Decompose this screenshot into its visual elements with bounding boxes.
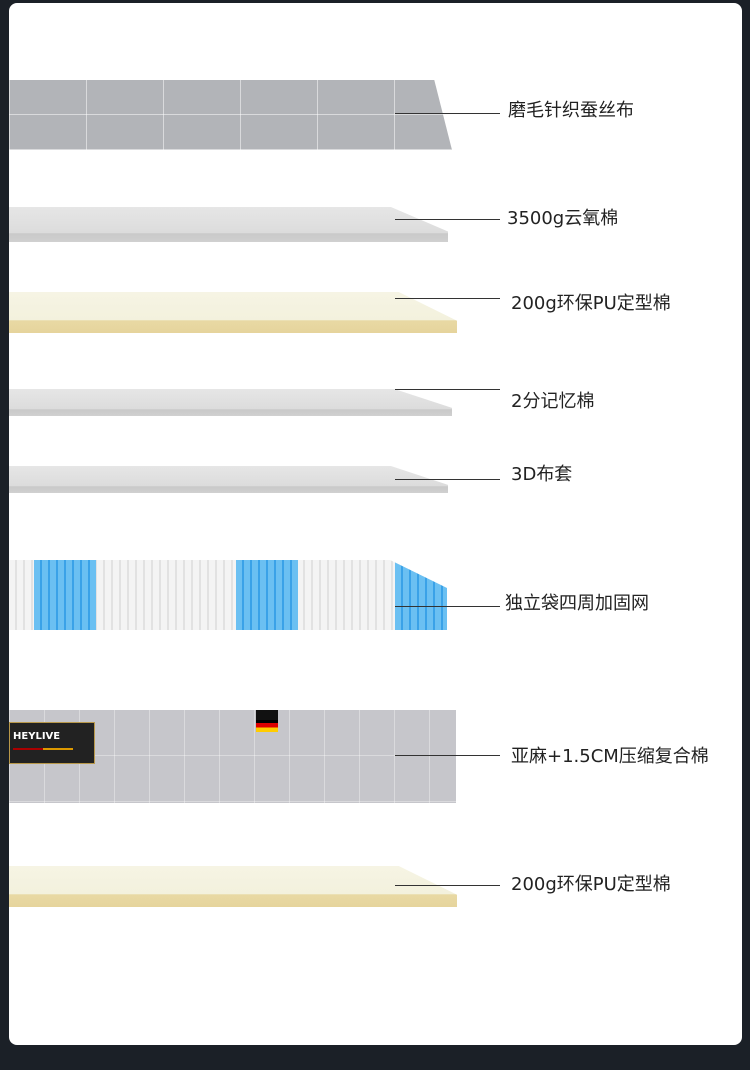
layer-label: 独立袋四周加固网	[505, 593, 649, 614]
pu-foam-layer	[9, 292, 457, 333]
linen-composite-layer: HEYLIVE	[9, 710, 456, 803]
blue-reinforced-springs	[236, 560, 298, 630]
pointer-line	[395, 885, 500, 886]
pointer-line	[395, 298, 500, 299]
memory-foam-layer	[9, 389, 452, 416]
knit-silk-fabric-layer	[9, 80, 452, 150]
layer-label: 3D布套	[511, 464, 573, 485]
layer-label: 2分记忆棉	[511, 391, 595, 412]
pointer-line	[395, 113, 500, 114]
pointer-line	[395, 755, 500, 756]
pocket-spring-layer	[9, 560, 447, 630]
pointer-line	[395, 219, 500, 220]
pointer-line	[395, 479, 500, 480]
cloud-oxygen-cotton-layer	[9, 207, 448, 242]
layer-label: 亚麻+1.5CM压缩复合棉	[511, 746, 709, 767]
layer-label: 3500g云氧棉	[507, 208, 619, 229]
blue-reinforced-springs	[34, 560, 96, 630]
product-layer-diagram: 磨毛针织蚕丝布 3500g云氧棉 200g环保PU定型棉 2分记忆棉 3D布套 …	[9, 3, 742, 1045]
layer-label: 磨毛针织蚕丝布	[508, 100, 634, 121]
german-flag-tag	[256, 710, 278, 732]
layer-label: 200g环保PU定型棉	[511, 293, 671, 314]
pointer-line	[395, 606, 500, 607]
layer-label: 200g环保PU定型棉	[511, 874, 671, 895]
blue-reinforced-springs	[395, 560, 447, 630]
pu-foam-layer-bottom	[9, 866, 457, 907]
logo-text: HEYLIVE	[13, 731, 61, 742]
brand-logo: HEYLIVE	[9, 722, 95, 764]
pointer-line	[395, 389, 500, 390]
3d-cover-layer	[9, 466, 448, 493]
